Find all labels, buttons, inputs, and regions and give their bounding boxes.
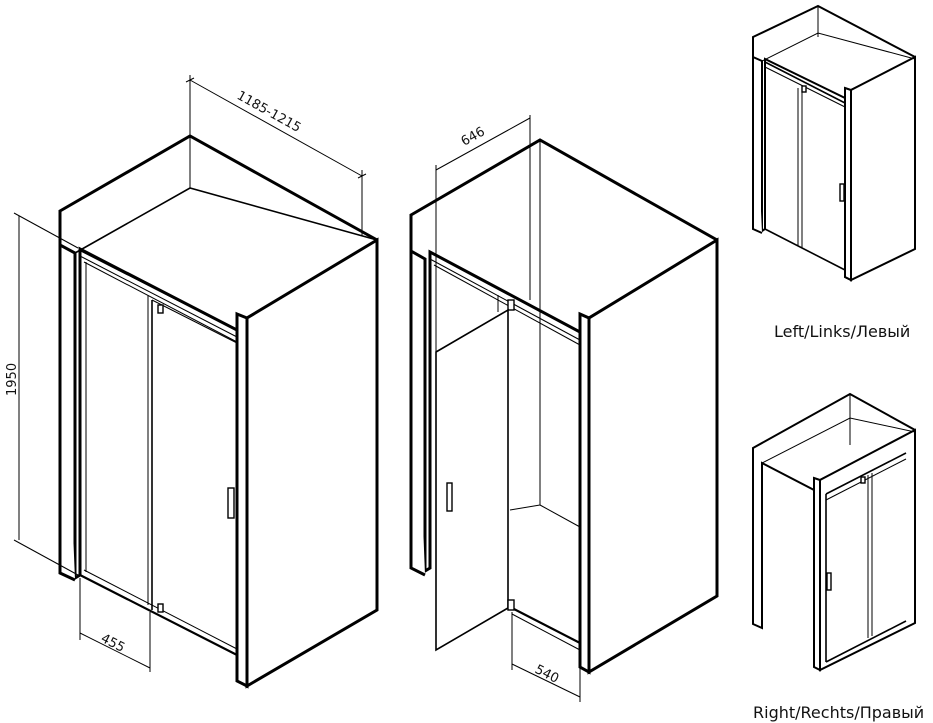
right-variant-thumbnail: Right/Rechts/Правый — [752, 392, 924, 722]
top-rail — [79, 249, 238, 343]
door-handle-icon-2 — [446, 482, 453, 512]
front-view-open: 646 540 — [409, 115, 719, 702]
door-glass-panel — [151, 299, 238, 613]
door-width-label: 646 — [459, 124, 488, 149]
right-wall — [245, 237, 379, 689]
left-variant-thumbnail: Left/Links/Левый — [752, 4, 916, 341]
open-door-panel — [435, 308, 509, 652]
door-opening-label: 540 — [532, 662, 561, 687]
fixed-glass-panel — [78, 250, 149, 605]
width-range-label: 1185-1215 — [234, 88, 303, 135]
right-variant-label: Right/Rechts/Правый — [753, 703, 924, 722]
front-view-closed: 1185-1215 1950 455 — [5, 75, 379, 689]
height-label: 1950 — [5, 363, 20, 396]
left-variant-label: Left/Links/Левый — [774, 322, 910, 341]
door-handle-icon — [227, 487, 235, 519]
right-wall-2 — [587, 237, 719, 675]
dimension-height: 1950 — [5, 212, 79, 576]
fixed-panel-label: 455 — [98, 631, 127, 656]
